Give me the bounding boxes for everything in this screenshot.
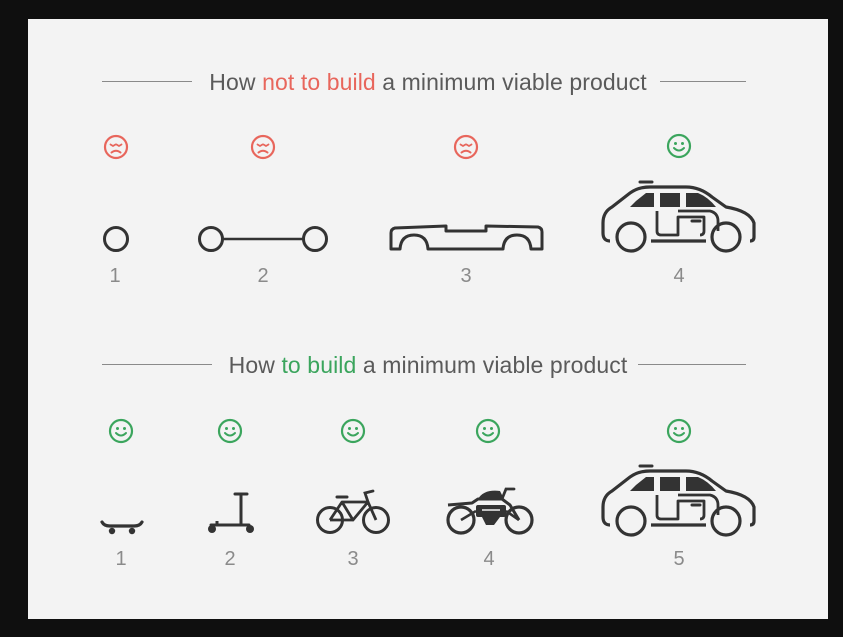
sad-face-icon [103, 134, 129, 160]
section-right-header: How to build a minimum viable product [28, 350, 828, 380]
section-wrong-title: How not to build a minimum viable produc… [28, 67, 828, 97]
happy-face-icon [475, 418, 501, 444]
step-label: 1 [109, 265, 121, 287]
car-icon [601, 464, 756, 537]
title-rule-right [660, 81, 746, 82]
skateboard-icon [100, 520, 144, 535]
step-label: 5 [673, 548, 685, 570]
step-label: 2 [224, 548, 236, 570]
happy-face-icon [666, 418, 692, 444]
happy-face-icon [666, 133, 692, 159]
title-text-post: a minimum viable product [356, 352, 628, 378]
step-label: 1 [115, 548, 127, 570]
motorcycle-icon [446, 487, 534, 535]
axle-icon [198, 226, 328, 252]
step-label: 4 [673, 265, 685, 287]
title-text-highlight: not to build [262, 69, 376, 95]
section-wrong-header: How not to build a minimum viable produc… [28, 67, 828, 97]
step-label: 4 [483, 548, 495, 570]
title-rule-left [102, 81, 192, 82]
chassis-icon [389, 224, 544, 251]
step-label: 3 [347, 548, 359, 570]
step-label: 2 [257, 265, 269, 287]
section-right-title: How to build a minimum viable product [28, 350, 828, 380]
happy-face-icon [217, 418, 243, 444]
step-label: 3 [460, 265, 472, 287]
infographic-panel: How not to build a minimum viable produc… [28, 19, 828, 619]
title-text-pre: How [209, 69, 263, 95]
title-text-highlight: to build [281, 352, 357, 378]
scooter-icon [208, 492, 254, 533]
happy-face-icon [108, 418, 134, 444]
sad-face-icon [453, 134, 479, 160]
title-rule-right [638, 364, 746, 365]
title-rule-left [102, 364, 212, 365]
car-icon [601, 180, 756, 253]
sad-face-icon [250, 134, 276, 160]
happy-face-icon [340, 418, 366, 444]
bicycle-icon [316, 489, 390, 534]
title-text-pre: How [228, 352, 282, 378]
wheel-icon [103, 226, 129, 252]
title-text-post: a minimum viable product [375, 69, 647, 95]
